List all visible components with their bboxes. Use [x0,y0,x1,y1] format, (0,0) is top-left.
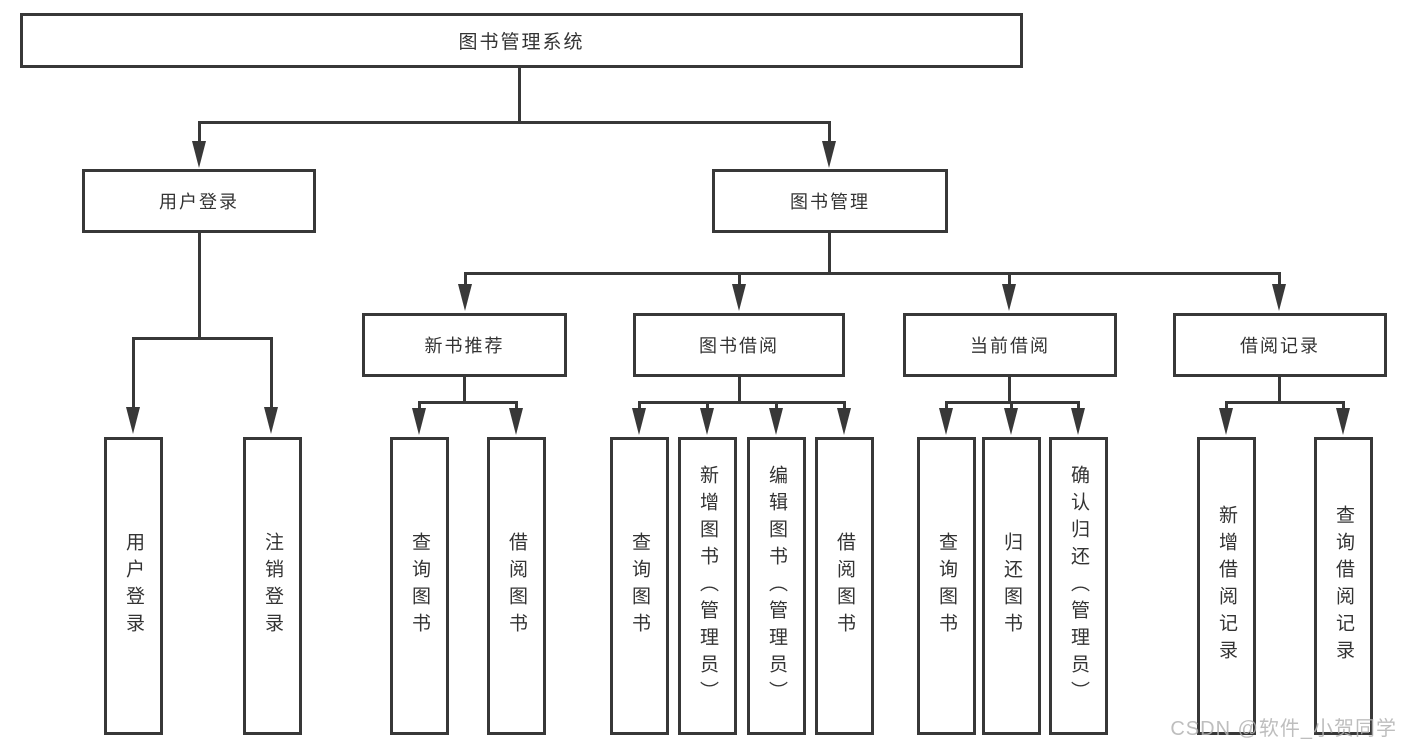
connector-line [132,337,273,340]
arrow-down-icon [458,284,472,311]
leaf-bb-borrow-book-label: 借阅图书 [834,532,855,640]
leaf-br-query-record-label: 查询借阅记录 [1333,505,1354,667]
leaf-rec-borrow-book: 借阅图书 [487,437,546,735]
node-book-management-label: 图书管理 [790,192,870,212]
arrow-down-icon [1219,408,1233,435]
connector-line [1278,272,1281,286]
node-book-borrow-label: 图书借阅 [699,336,779,356]
connector-line [1077,401,1080,409]
connector-line [638,401,641,409]
leaf-bb-borrow-book: 借阅图书 [815,437,874,735]
connector-line [270,337,273,408]
arrow-down-icon [264,407,278,434]
arrow-down-icon [412,408,426,435]
leaf-rec-query-book: 查询图书 [390,437,449,735]
connector-line [518,68,521,122]
connector-line [706,401,709,409]
leaf-bb-query-book: 查询图书 [610,437,669,735]
leaf-cb-confirm-return-admin: 确认归还（管理员） [1049,437,1108,735]
connector-line [1225,401,1228,409]
arrow-down-icon [1336,408,1350,435]
connector-line [828,121,831,143]
connector-line [463,377,466,401]
node-new-book-recommend-label: 新书推荐 [424,336,505,356]
leaf-rec-borrow-book-label: 借阅图书 [506,532,527,640]
node-current-borrow-label: 当前借阅 [970,336,1050,356]
leaf-logout: 注销登录 [243,437,302,735]
connector-line [132,337,135,408]
leaf-cb-return-book-label: 归还图书 [1001,532,1022,640]
leaf-logout-label: 注销登录 [262,532,283,640]
connector-line [738,377,741,401]
connector-line [198,121,831,124]
leaf-cb-query-book: 查询图书 [917,437,976,735]
leaf-br-add-record-label: 新增借阅记录 [1216,505,1237,667]
node-current-borrow: 当前借阅 [903,313,1117,377]
arrow-down-icon [1004,408,1018,435]
node-new-book-recommend: 新书推荐 [362,313,567,377]
connector-line [843,401,846,409]
connector-line [828,233,831,272]
node-user-login-label: 用户登录 [159,192,239,212]
arrow-down-icon [822,141,836,168]
arrow-down-icon [939,408,953,435]
connector-line [418,401,518,404]
connector-line [418,401,421,409]
arrow-down-icon [769,408,783,435]
leaf-user-login-label: 用户登录 [123,532,144,640]
leaf-cb-return-book: 归还图书 [982,437,1041,735]
arrow-down-icon [1002,284,1016,311]
arrow-down-icon [126,407,140,434]
connector-line [515,401,518,409]
node-root-label: 图书管理系统 [458,32,585,53]
leaf-rec-query-book-label: 查询图书 [409,532,430,640]
arrow-down-icon [632,408,646,435]
leaf-user-login: 用户登录 [104,437,163,735]
node-borrow-record: 借阅记录 [1173,313,1387,377]
connector-line [1008,377,1011,401]
connector-line [464,272,467,286]
connector-line [775,401,778,409]
connector-line [1278,377,1281,401]
arrow-down-icon [837,408,851,435]
node-borrow-record-label: 借阅记录 [1240,336,1320,356]
connector-line [638,401,846,404]
connector-line [464,272,1281,275]
connector-line [1010,401,1013,409]
arrow-down-icon [732,284,746,311]
arrow-down-icon [192,141,206,168]
arrow-down-icon [1071,408,1085,435]
node-book-management: 图书管理 [712,169,948,233]
arrow-down-icon [700,408,714,435]
leaf-br-query-record: 查询借阅记录 [1314,437,1373,735]
leaf-br-add-record: 新增借阅记录 [1197,437,1256,735]
node-book-borrow: 图书借阅 [633,313,845,377]
csdn-watermark: CSDN @软件_小贺同学 [1170,718,1397,740]
node-user-login: 用户登录 [82,169,316,233]
connector-line [945,401,948,409]
leaf-bb-edit-book-admin-label: 编辑图书（管理员） [766,464,787,708]
connector-line [1008,272,1011,286]
leaf-bb-add-book-admin: 新增图书（管理员） [678,437,737,735]
leaf-cb-confirm-return-admin-label: 确认归还（管理员） [1068,464,1089,708]
connector-line [1225,401,1345,404]
connector-line [198,233,201,337]
leaf-bb-edit-book-admin: 编辑图书（管理员） [747,437,806,735]
leaf-bb-query-book-label: 查询图书 [629,532,650,640]
leaf-cb-query-book-label: 查询图书 [936,532,957,640]
connector-line [738,272,741,286]
leaf-bb-add-book-admin-label: 新增图书（管理员） [697,464,718,708]
connector-line [1342,401,1345,409]
node-root: 图书管理系统 [20,13,1023,68]
arrow-down-icon [1272,284,1286,311]
connector-line [198,121,201,143]
arrow-down-icon [509,408,523,435]
